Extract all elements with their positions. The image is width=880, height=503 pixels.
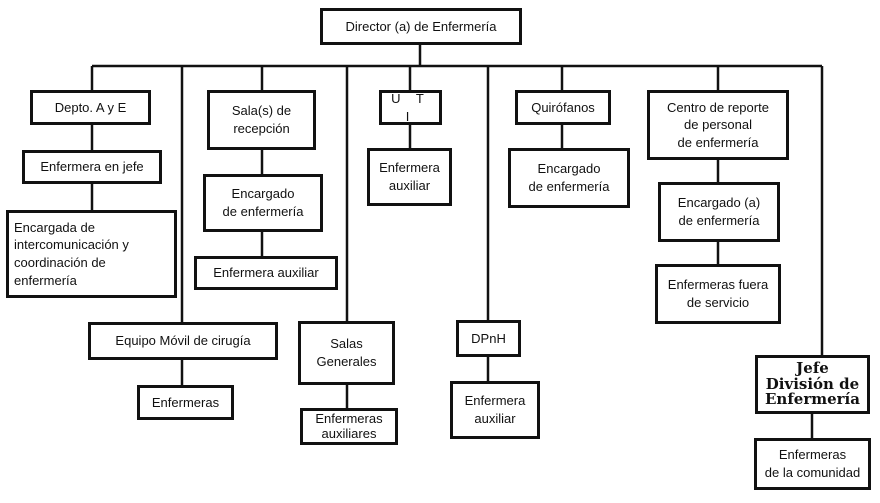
uti-box: U T I — [379, 90, 442, 125]
enfermera-auxiliar-dpnh-box: Enfermera auxiliar — [450, 381, 540, 439]
equipo-movil-cirugia-box: Equipo Móvil de cirugía — [88, 322, 278, 360]
enfermera-en-jefe-box: Enfermera en jefe — [22, 150, 162, 184]
centro-reporte-personal-box: Centro de reporte de personal de enferme… — [647, 90, 789, 160]
encargado-a-enfermeria-box: Encargado (a) de enfermería — [658, 182, 780, 242]
enfermera-auxiliar-uti-box: Enfermera auxiliar — [367, 148, 452, 206]
enfermeras-auxiliares-box: Enfermeras auxiliares — [300, 408, 398, 445]
enfermeras-comunidad-box: Enfermeras de la comunidad — [754, 438, 871, 490]
enfermeras-box: Enfermeras — [137, 385, 234, 420]
encargado-enfermeria-quirofanos-box: Encargado de enfermería — [508, 148, 630, 208]
jefe-division-enfermeria-box: Jefe División de Enfermería — [755, 355, 870, 414]
enfermeras-fuera-servicio-box: Enfermeras fuera de servicio — [655, 264, 781, 324]
salas-recepcion-box: Sala(s) de recepción — [207, 90, 316, 150]
encargada-intercomunicacion-box: Encargada de intercomunicación y coordin… — [6, 210, 177, 298]
director-box: Director (a) de Enfermería — [320, 8, 522, 45]
quirofanos-box: Quirófanos — [515, 90, 611, 125]
enfermera-auxiliar-recepcion-box: Enfermera auxiliar — [194, 256, 338, 290]
depto-a-y-e-box: Depto. A y E — [30, 90, 151, 125]
encargado-enfermeria-recepcion-box: Encargado de enfermería — [203, 174, 323, 232]
salas-generales-box: Salas Generales — [298, 321, 395, 385]
dpnh-box: DPnH — [456, 320, 521, 357]
